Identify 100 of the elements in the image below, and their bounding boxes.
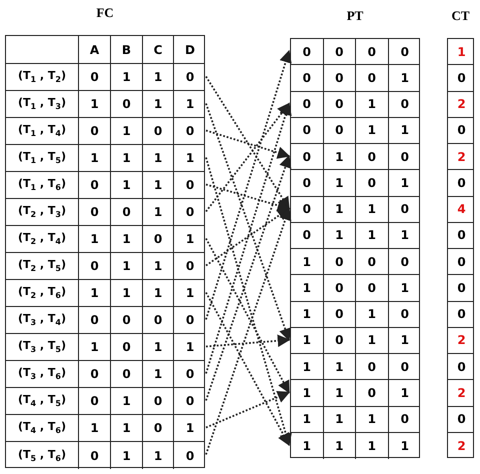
bit-value: 1 (368, 438, 376, 453)
bit-value: 0 (400, 254, 409, 269)
count-value: 0 (457, 176, 466, 190)
bit-value: 0 (335, 307, 344, 322)
bit-value: 1 (154, 286, 162, 300)
bit-value: 1 (186, 286, 194, 300)
arrow (205, 207, 292, 455)
bit-value: 1 (400, 280, 409, 295)
arrow (205, 154, 292, 401)
bit-value: 1 (186, 421, 194, 435)
arrow (206, 184, 290, 212)
count-value: 2 (457, 386, 466, 400)
bit-value: 1 (186, 97, 194, 111)
count-value: 0 (457, 360, 466, 374)
count-value: 1 (457, 44, 466, 59)
bit-value: 1 (335, 150, 344, 164)
arrow (205, 157, 292, 446)
bit-value: 1 (90, 151, 99, 165)
bit-value: 1 (302, 254, 311, 269)
bit-value: 1 (154, 367, 162, 381)
bit-value: 0 (400, 150, 409, 164)
row-label: (T$_{3}$ , T$_{4}$) (18, 312, 66, 328)
bit-value: 1 (302, 386, 311, 400)
bit-value: 0 (368, 360, 376, 374)
bit-value: 0 (186, 259, 194, 273)
bit-value: 1 (154, 259, 162, 273)
bit-value: 0 (186, 178, 194, 192)
bit-value: 1 (302, 280, 311, 295)
bit-value: 1 (335, 412, 344, 426)
bit-value: 1 (154, 97, 162, 111)
bit-value: 0 (186, 313, 194, 327)
bit-value: 0 (368, 254, 376, 269)
bit-value: 0 (90, 448, 99, 462)
bit-value: 1 (302, 307, 311, 322)
bit-value: 1 (90, 421, 99, 435)
bit-value: 0 (186, 394, 194, 408)
bit-value: 0 (186, 205, 194, 219)
table-row (6, 334, 204, 361)
table-row (6, 361, 204, 388)
bit-value: 1 (90, 97, 99, 111)
bit-value: 0 (400, 307, 409, 322)
bit-value: 0 (186, 70, 194, 84)
bit-value: 0 (302, 202, 311, 216)
bit-value: A (90, 42, 100, 56)
row-label: (T$_{1}$ , T$_{2}$) (18, 69, 66, 85)
bit-value: 0 (154, 124, 162, 138)
bit-value: 0 (302, 97, 311, 112)
bit-value: 0 (335, 123, 344, 138)
bit-value: 0 (154, 394, 162, 408)
bit-value: 0 (368, 150, 376, 164)
table-row (291, 118, 419, 144)
bit-value: 1 (154, 70, 162, 84)
bit-value: 1 (400, 386, 409, 400)
count-value: 2 (457, 150, 466, 164)
bit-value: 0 (90, 313, 99, 327)
bit-value: C (154, 42, 162, 56)
count-value: 2 (457, 438, 466, 453)
table-row (6, 64, 204, 91)
arrow (205, 292, 290, 446)
bit-value: 0 (122, 205, 131, 219)
count-value: 2 (457, 97, 466, 112)
table-row (6, 226, 204, 253)
table-row (291, 222, 419, 249)
bit-value: 1 (122, 70, 131, 84)
bit-value: 0 (90, 205, 99, 219)
bit-value: 1 (335, 438, 344, 453)
bit-value: 1 (122, 421, 131, 435)
table-row (291, 170, 419, 196)
bit-value: 0 (302, 228, 311, 242)
bit-value: 0 (154, 313, 162, 327)
bit-value: 0 (400, 412, 409, 426)
table-row (291, 406, 419, 433)
bit-value: 1 (400, 333, 409, 348)
bit-value: 1 (368, 97, 376, 112)
count-value: 2 (457, 333, 466, 348)
bit-value: 0 (400, 44, 409, 59)
bit-value: 0 (186, 448, 194, 462)
bit-value: 1 (154, 178, 162, 192)
bit-value: 1 (368, 123, 376, 138)
table-row (6, 36, 204, 64)
bit-value: 1 (302, 333, 311, 348)
row-label: (T$_{2}$ , T$_{4}$) (18, 231, 66, 247)
bit-value: 0 (90, 178, 99, 192)
bit-value: 1 (186, 232, 194, 246)
bit-value: 0 (90, 259, 99, 273)
bit-value: 0 (400, 202, 409, 216)
bit-value: 1 (368, 228, 376, 242)
table-row (291, 92, 419, 118)
table-row (291, 328, 419, 354)
table-row (6, 253, 204, 280)
table-row (6, 91, 204, 118)
bit-value: 0 (335, 280, 344, 295)
table-row (291, 380, 419, 406)
bit-value: 0 (90, 124, 99, 138)
table-row (291, 249, 419, 276)
table-row (6, 415, 204, 442)
bit-value: 0 (122, 340, 131, 354)
row-label: (T$_{3}$ , T$_{6}$) (18, 366, 66, 382)
bit-value: 1 (154, 448, 162, 462)
bit-value: D (185, 42, 195, 56)
